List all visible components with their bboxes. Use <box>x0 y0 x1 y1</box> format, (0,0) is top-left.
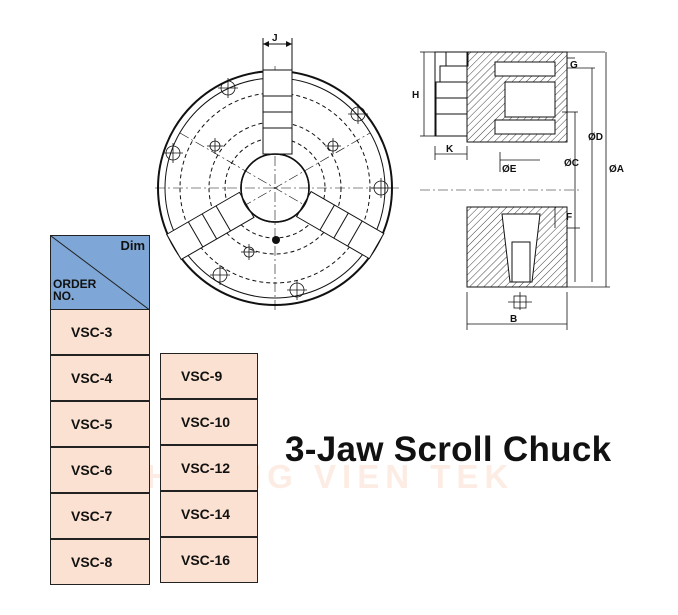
order-header-label: ORDER NO. <box>53 278 123 302</box>
order-no: VSC-4 <box>71 370 113 386</box>
dim-b-label: B <box>510 314 517 325</box>
dim-d-label: ØD <box>588 132 603 143</box>
order-label-line1: ORDER <box>53 277 97 291</box>
header-diagonal <box>51 236 149 309</box>
dim-a-label: ØA <box>609 164 624 175</box>
chuck-section-view: H K ØE ØC ØD ØA G F B <box>412 51 624 330</box>
dim-f-label: F <box>566 212 572 223</box>
dim-k-label: K <box>446 144 454 155</box>
dim-h-label: H <box>412 90 419 101</box>
order-no: VSC-14 <box>181 506 231 522</box>
order-cell: VSC-12 <box>160 445 258 491</box>
order-no: VSC-5 <box>71 416 113 432</box>
dim-j-label: J <box>272 33 278 44</box>
order-cell: VSC-8 <box>50 539 150 585</box>
order-no: VSC-3 <box>71 324 113 340</box>
order-cell: VSC-9 <box>160 353 258 399</box>
order-no: VSC-7 <box>71 508 113 524</box>
order-no: VSC-8 <box>71 554 113 570</box>
order-no: VSC-6 <box>71 462 113 478</box>
dim-c-label: ØC <box>564 158 579 169</box>
order-no: VSC-12 <box>181 460 231 476</box>
order-cell: VSC-10 <box>160 399 258 445</box>
order-cell: VSC-14 <box>160 491 258 537</box>
order-label-line2: NO. <box>53 289 75 303</box>
dim-header-label: Dim <box>120 238 145 253</box>
order-cell: VSC-7 <box>50 493 150 539</box>
order-no: VSC-9 <box>181 368 223 384</box>
table-header-cell: Dim ORDER NO. <box>50 235 150 310</box>
order-column-2: VSC-9 VSC-10 VSC-12 VSC-14 VSC-16 <box>160 353 258 583</box>
order-cell: VSC-5 <box>50 401 150 447</box>
page-title: 3-Jaw Scroll Chuck <box>285 430 612 469</box>
order-cell: VSC-16 <box>160 537 258 583</box>
dim-e-label: ØE <box>502 164 517 175</box>
order-column-1: VSC-3 VSC-4 VSC-5 VSC-6 VSC-7 VSC-8 <box>50 309 150 585</box>
dim-g-label: G <box>570 60 578 71</box>
order-cell: VSC-6 <box>50 447 150 493</box>
order-no: VSC-10 <box>181 414 231 430</box>
order-no: VSC-16 <box>181 552 231 568</box>
order-cell: VSC-4 <box>50 355 150 401</box>
order-cell: VSC-3 <box>50 309 150 355</box>
chuck-front-view: J <box>155 33 400 313</box>
